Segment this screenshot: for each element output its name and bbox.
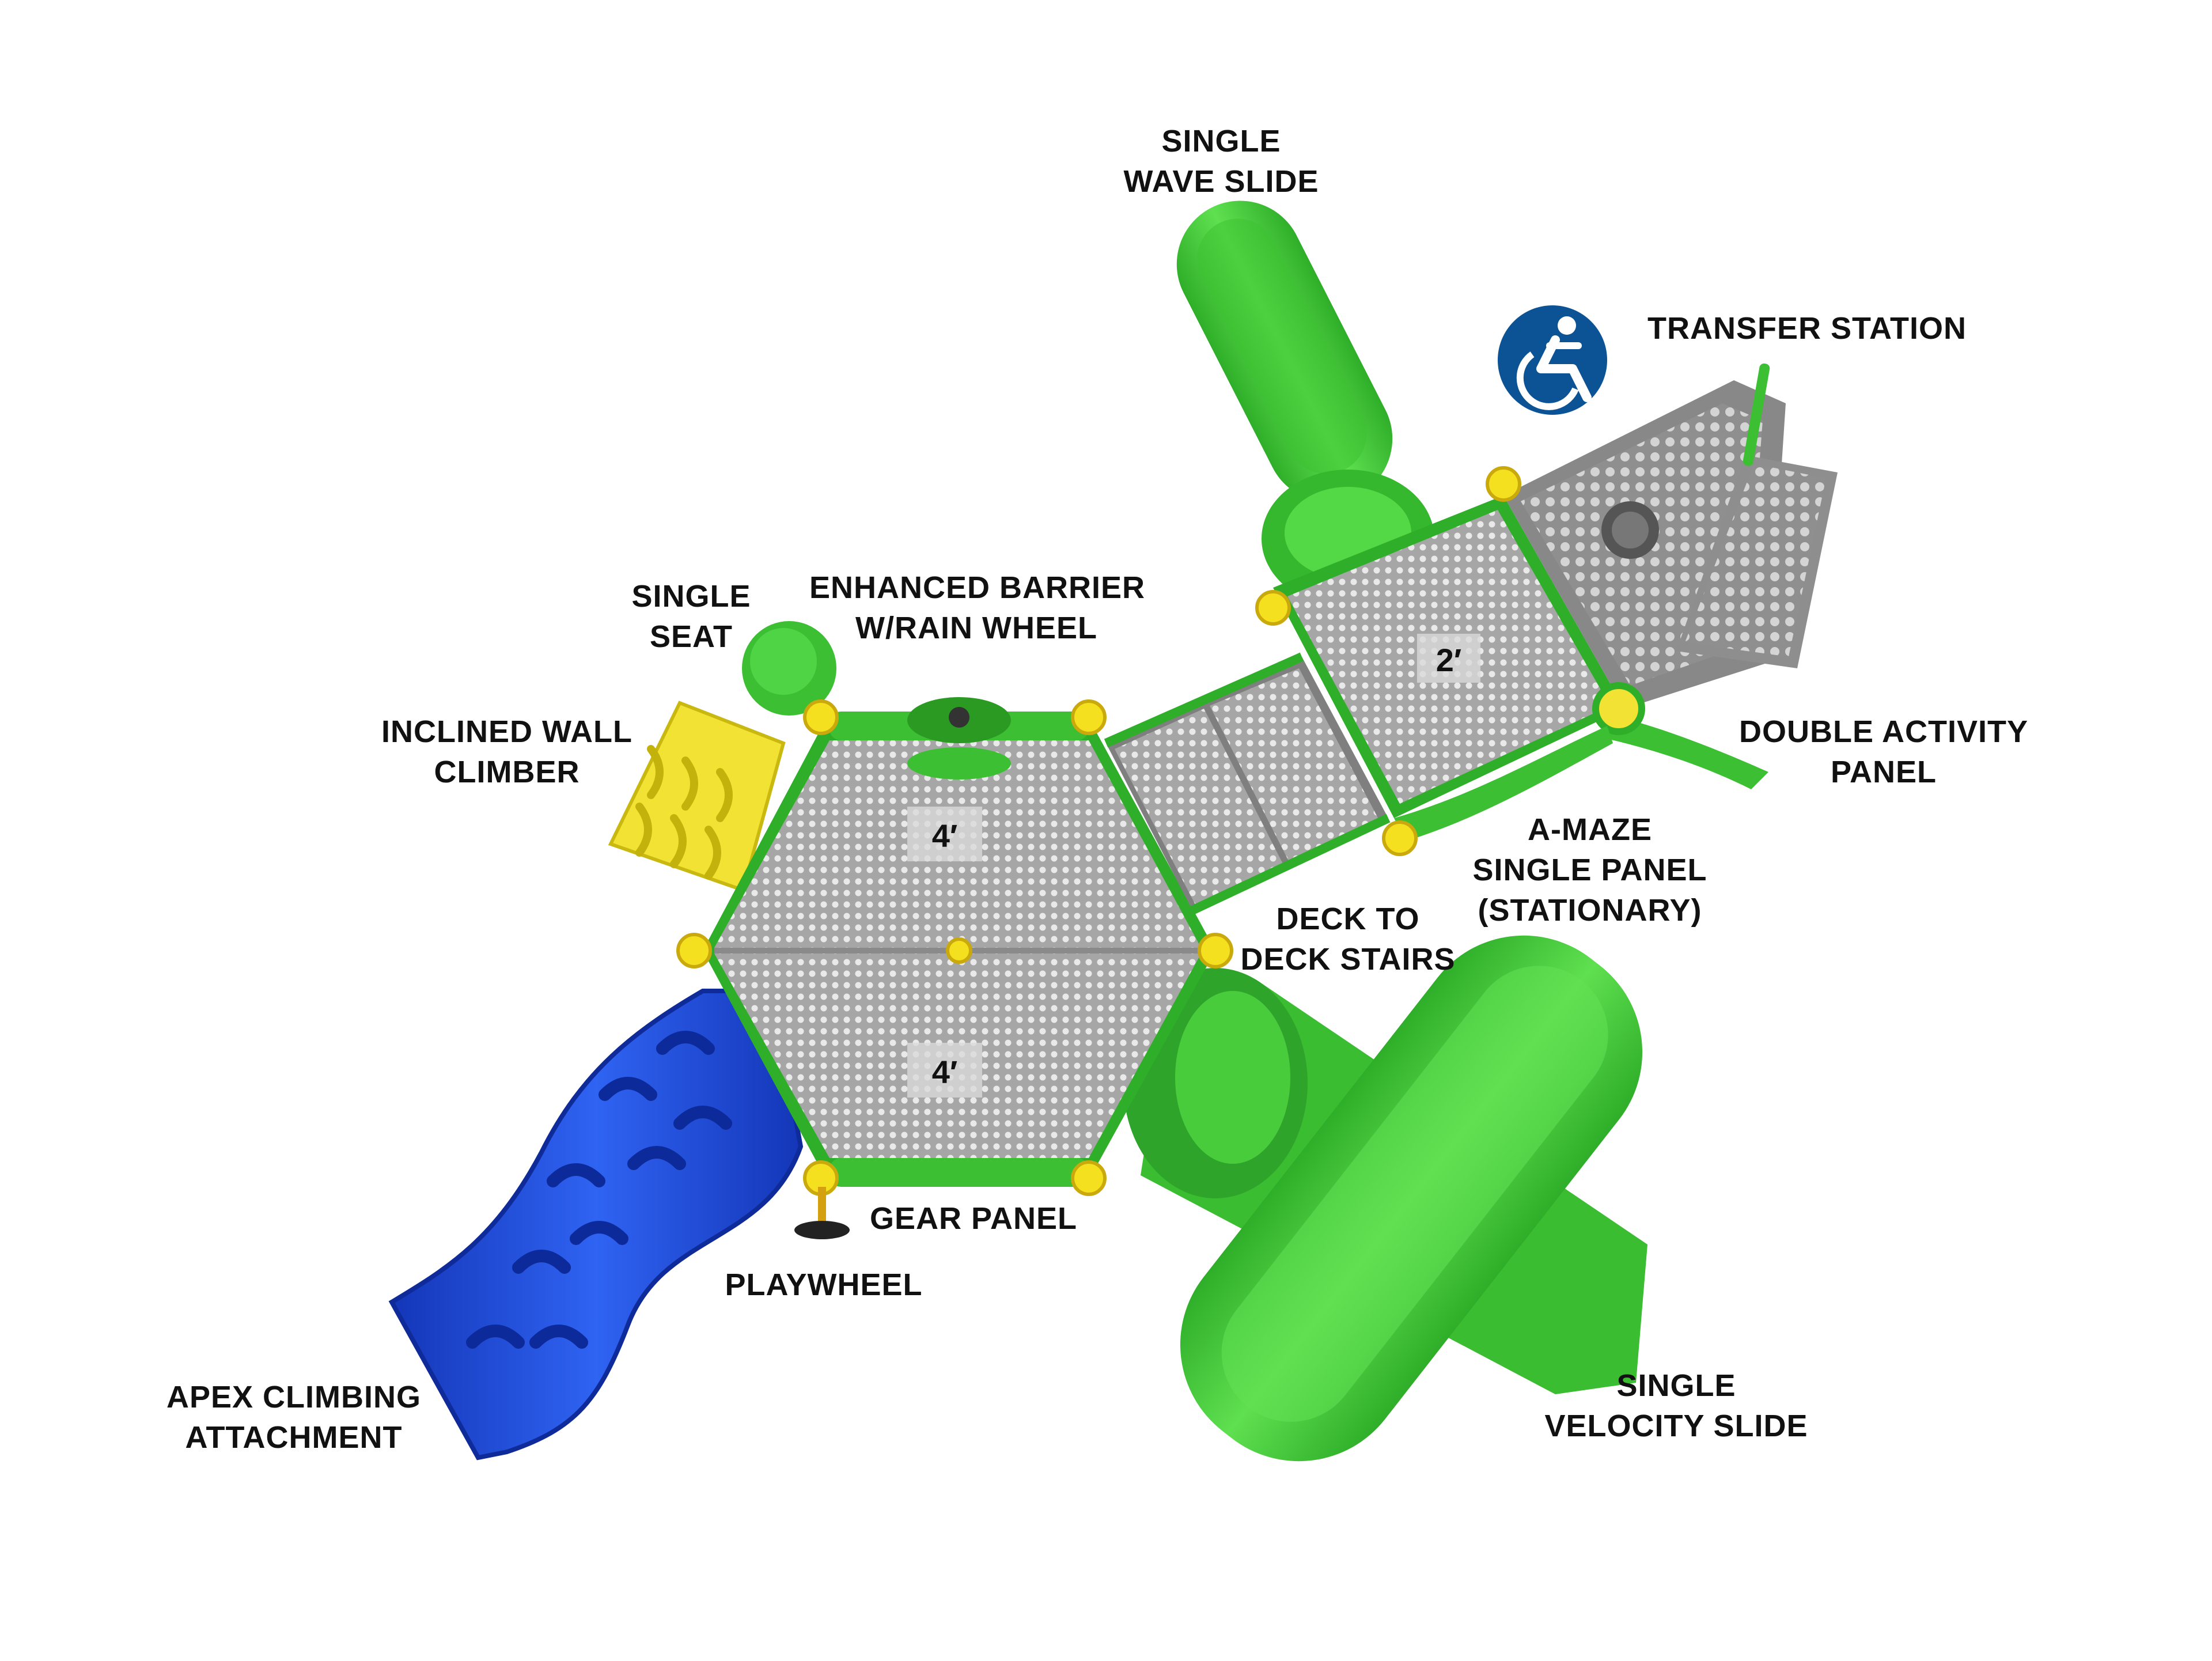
- label-single-wave-slide: SINGLE WAVE SLIDE: [1123, 124, 1319, 199]
- label-deck-to-deck-stairs: DECK TO DECK STAIRS: [1240, 902, 1456, 977]
- apex-climbing-attachment: [388, 989, 804, 1461]
- gear-panel-barrier: [830, 1158, 1089, 1187]
- transfer-station: [1503, 363, 1838, 709]
- deck-to-deck-stairs: [1104, 652, 1391, 915]
- wheelchair-accessible-icon: [1498, 305, 1607, 415]
- inclined-wall-climber: [608, 701, 786, 892]
- a-maze-panel: [1394, 726, 1613, 841]
- enhanced-barrier: [830, 697, 1089, 780]
- deck-height-small: 2′: [1436, 642, 1462, 678]
- label-transfer-station: TRANSFER STATION: [1647, 311, 1967, 346]
- double-activity-panel: [1592, 682, 1768, 789]
- connector-clamps: [676, 466, 1521, 1196]
- label-double-activity-panel: DOUBLE ACTIVITY PANEL: [1738, 714, 2028, 789]
- label-a-maze-panel: A-MAZE SINGLE PANEL (STATIONARY): [1472, 812, 1707, 928]
- single-velocity-slide: [1123, 935, 1647, 1462]
- label-single-seat: SINGLE SEAT: [631, 579, 751, 654]
- label-apex-climbing-attachment: APEX CLIMBING ATTACHMENT: [166, 1380, 422, 1455]
- deck-height-upper: 4′: [932, 818, 958, 854]
- small-deck: [1273, 495, 1624, 818]
- single-seat: [742, 621, 836, 716]
- label-enhanced-barrier: ENHANCED BARRIER W/RAIN WHEEL: [809, 570, 1146, 645]
- deck-height-lower: 4′: [932, 1054, 958, 1090]
- label-single-velocity-slide: SINGLE VELOCITY SLIDE: [1544, 1368, 1808, 1443]
- label-playwheel: PLAYWHEEL: [725, 1267, 923, 1302]
- label-gear-panel: GEAR PANEL: [870, 1201, 1078, 1236]
- label-inclined-wall-climber: INCLINED WALL CLIMBER: [381, 714, 632, 789]
- playwheel: [794, 1187, 850, 1239]
